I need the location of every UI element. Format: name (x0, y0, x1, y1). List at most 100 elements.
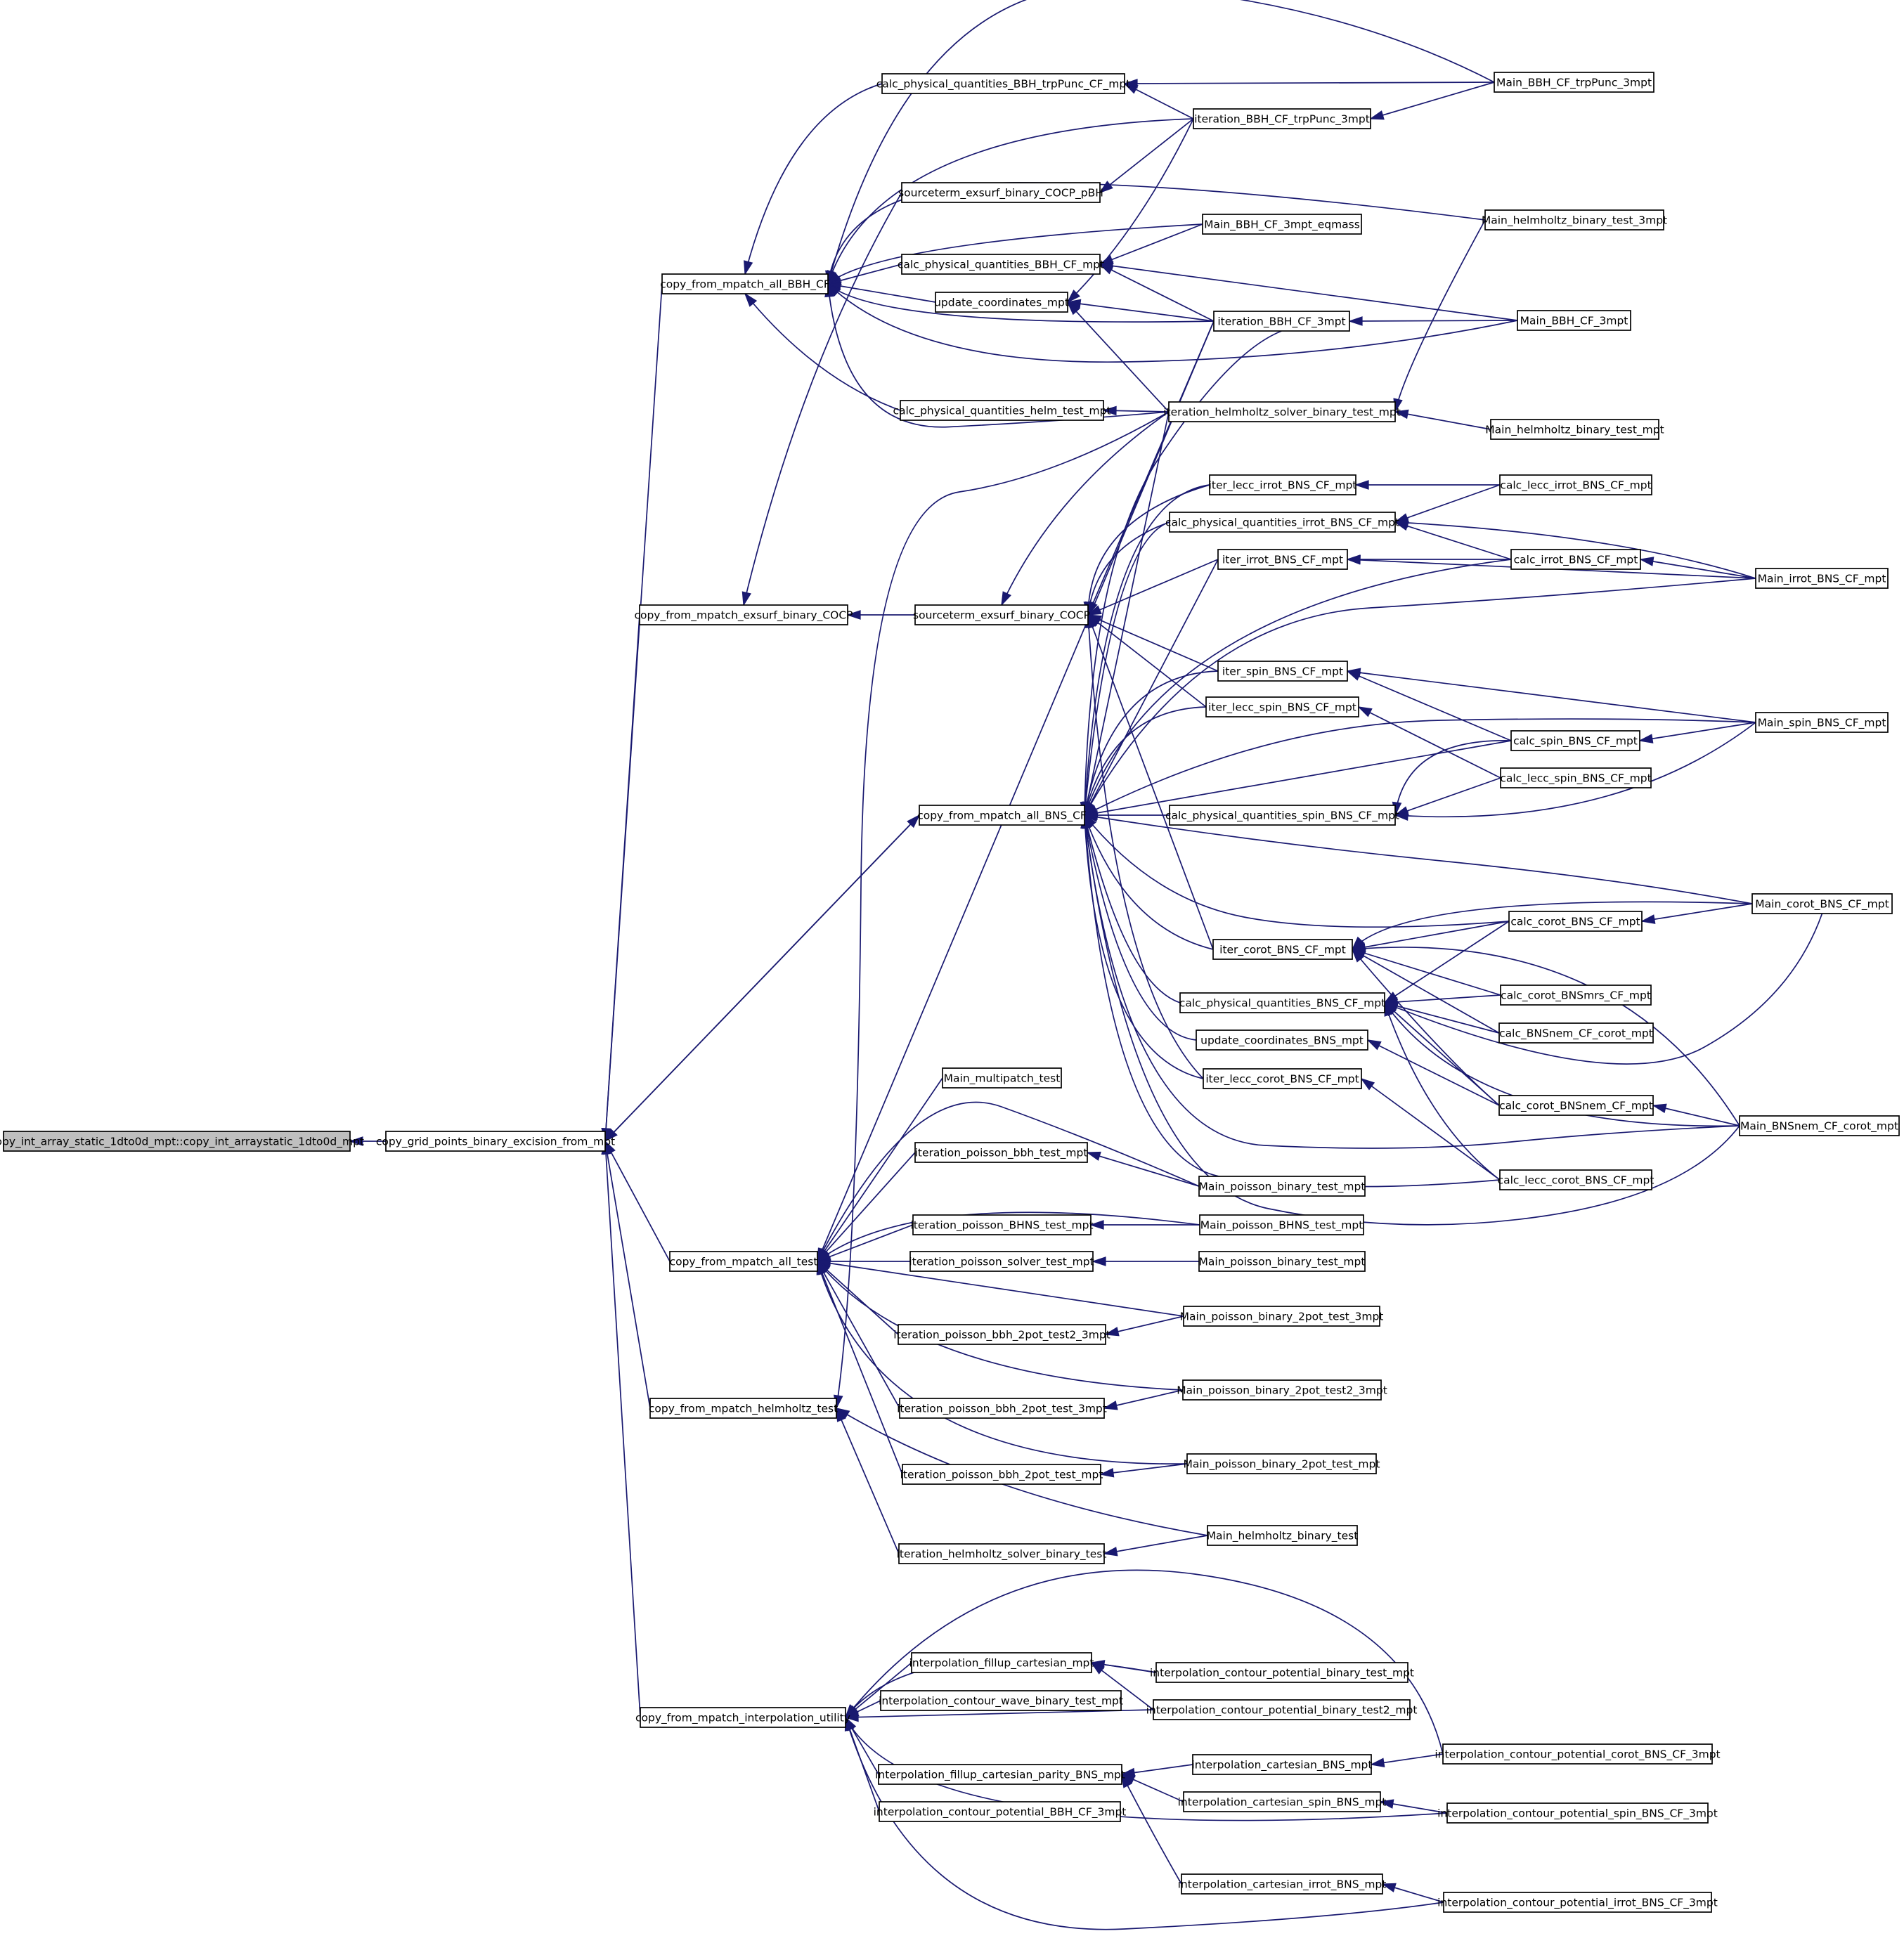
node-calcCorot[interactable]: calc_corot_BNS_CF_mpt (1508, 911, 1643, 932)
node-allTest[interactable]: copy_from_mpatch_all_test (669, 1251, 818, 1272)
node-cpqSpin[interactable]: calc_physical_quantities_spin_BNS_CF_mpt (1165, 805, 1399, 826)
node-interpContBBH[interactable]: interpolation_contour_potential_BBH_CF_3… (874, 1801, 1127, 1822)
node-box (1517, 310, 1631, 331)
node-calcLeccCorot[interactable]: calc_lecc_corot_BNS_CF_mpt (1498, 1169, 1654, 1190)
node-label: Main_BBH_CF_3mpt (1520, 315, 1628, 328)
node-srcCOCP[interactable]: sourceterm_exsurf_binary_COCP (913, 604, 1090, 625)
node-mainHelmMpt[interactable]: Main_helmholtz_binary_test_mpt (1485, 419, 1664, 440)
call-edge (1394, 219, 1486, 412)
node-interpContSpin[interactable]: interpolation_contour_potential_spin_BNS… (1437, 1802, 1718, 1824)
call-edge (1384, 1002, 1500, 1034)
node-calcBNSnem[interactable]: calc_BNSnem_CF_corot_mpt (1498, 1022, 1654, 1044)
node-updCoord[interactable]: update_coordinates_mpt (934, 292, 1069, 313)
node-iterLeccIrrot[interactable]: iter_lecc_irrot_BNS_CF_mpt (1209, 474, 1357, 495)
call-edge (1001, 411, 1170, 606)
node-interpContIrrot[interactable]: interpolation_contour_potential_irrot_BN… (1437, 1892, 1718, 1913)
node-itPois2potT2[interactable]: iteration_poisson_bbh_2pot_test2_3mpt (893, 1324, 1110, 1345)
node-srcPBH[interactable]: sourceterm_exsurf_binary_COCP_pBH (898, 182, 1103, 203)
call-edge (1352, 949, 1500, 1034)
node-box (1755, 568, 1889, 589)
node-mainPoisBHNS[interactable]: Main_poisson_BHNS_test_mpt (1199, 1214, 1364, 1235)
call-edge (1394, 777, 1501, 816)
node-itHelmMpt[interactable]: iteration_helmholtz_solver_binary_test_m… (1163, 401, 1401, 422)
node-itPoisSolver[interactable]: iteration_poisson_solver_test_mpt (909, 1251, 1094, 1272)
node-mainPoisBin1[interactable]: Main_poisson_binary_test_mpt (1198, 1176, 1366, 1197)
node-interpContPotBin[interactable]: interpolation_contour_potential_binary_t… (1150, 1662, 1414, 1683)
node-root[interactable]: copy_int_array_static_1dto0d_mpt::copy_i… (0, 1131, 364, 1152)
call-edge (1087, 521, 1170, 616)
node-mainBBH3eq[interactable]: Main_BBH_CF_3mpt_eqmass (1202, 214, 1362, 235)
call-edge (1084, 814, 1740, 1226)
node-mainBNSnem[interactable]: Main_BNSnem_CF_corot_mpt (1739, 1115, 1900, 1136)
node-mainSpin[interactable]: Main_spin_BNS_CF_mpt (1755, 712, 1889, 733)
node-mainPois2pot[interactable]: Main_poisson_binary_2pot_test_mpt (1184, 1453, 1380, 1474)
arrowhead (1639, 557, 1654, 566)
node-mainPois2potT2[interactable]: Main_poisson_binary_2pot_test2_3mpt (1177, 1379, 1387, 1401)
node-label: Main_BBH_CF_trpPunc_3mpt (1496, 77, 1652, 90)
node-interpFillCart[interactable]: interpolation_fillup_cartesian_mpt (909, 1652, 1094, 1673)
node-mainBBHtrp[interactable]: Main_BBH_CF_trpPunc_3mpt (1494, 72, 1654, 93)
node-updCoordBNS[interactable]: update_coordinates_BNS_mpt (1196, 1029, 1368, 1051)
node-allBBH[interactable]: copy_from_mpatch_all_BBH_CF (660, 273, 830, 294)
node-label: sourceterm_exsurf_binary_COCP (913, 609, 1090, 623)
node-box (1198, 1251, 1366, 1272)
node-mainBBH3[interactable]: Main_BBH_CF_3mpt (1517, 310, 1631, 331)
node-box (1205, 696, 1359, 717)
node-iterIrrot[interactable]: iter_irrot_BNS_CF_mpt (1217, 549, 1348, 570)
node-allBNS[interactable]: copy_from_mpatch_all_BNS_CF (917, 805, 1087, 826)
node-calcCorotBNSnem[interactable]: calc_corot_BNSnem_CF_mpt (1498, 1095, 1654, 1116)
call-edge (1105, 1315, 1184, 1335)
node-iterLeccSpin[interactable]: iter_lecc_spin_BNS_CF_mpt (1205, 696, 1359, 717)
node-mainHelmBin[interactable]: Main_helmholtz_binary_test (1207, 1525, 1359, 1546)
node-interpContPotBin2[interactable]: interpolation_contour_potential_binary_t… (1146, 1699, 1418, 1720)
node-interpFillParity[interactable]: interpolation_fillup_cartesian_parity_BN… (875, 1764, 1125, 1785)
call-edge (744, 83, 883, 275)
node-cpqBBH[interactable]: calc_physical_quantities_BBH_CF_mpt (898, 254, 1104, 275)
node-calcLeccSpin[interactable]: calc_lecc_spin_BNS_CF_mpt (1500, 767, 1652, 788)
node-iterCorot[interactable]: iter_corot_BNS_CF_mpt (1212, 939, 1353, 960)
node-interpUtil[interactable]: copy_from_mpatch_interpolation_utility (635, 1707, 850, 1728)
node-helmTest[interactable]: copy_from_mpatch_helmholtz_test (649, 1398, 838, 1419)
node-itPoisBHNS[interactable]: iteration_poisson_BHNS_test_mpt (910, 1214, 1094, 1235)
node-cpqBNS[interactable]: calc_physical_quantities_BNS_CF_mpt (1179, 992, 1385, 1013)
node-itPoisBBH[interactable]: iteration_poisson_bbh_test_mpt (914, 1142, 1088, 1163)
node-box (1510, 730, 1640, 751)
node-exsurf[interactable]: copy_from_mpatch_exsurf_binary_COCP (634, 604, 853, 625)
node-itPois2pot3[interactable]: iteration_poisson_bbh_2pot_test_3mpt (897, 1398, 1107, 1419)
node-mainPoisBin2[interactable]: Main_poisson_binary_test_mpt (1198, 1251, 1366, 1272)
node-itPois2pot[interactable]: iteration_poisson_bbh_2pot_test_mpt (900, 1464, 1103, 1485)
node-itHelmSolver[interactable]: iteration_helmholtz_solver_binary_test (897, 1543, 1107, 1564)
node-mainHelm3[interactable]: Main_helmholtz_binary_test_3mpt (1482, 209, 1667, 230)
node-iterSpin[interactable]: iter_spin_BNS_CF_mpt (1217, 661, 1348, 682)
call-edge (1084, 578, 1756, 816)
node-label: iteration_BBH_CF_3mpt (1217, 316, 1345, 329)
node-calcLeccIrrot[interactable]: calc_lecc_irrot_BNS_CF_mpt (1499, 474, 1652, 495)
call-edge (1367, 1039, 1500, 1106)
arrowhead (1089, 1220, 1104, 1230)
node-interpCartSpin[interactable]: interpolation_cartesian_spin_BNS_mpt (1178, 1791, 1387, 1812)
node-label: Main_spin_BNS_CF_mpt (1758, 717, 1886, 730)
node-calcIrrot[interactable]: calc_irrot_BNS_CF_mpt (1510, 549, 1641, 570)
call-edge (1394, 521, 1756, 579)
node-mainIrrot[interactable]: Main_irrot_BNS_CF_mpt (1755, 568, 1889, 589)
node-cgp[interactable]: copy_grid_points_binary_excision_from_mp… (376, 1131, 615, 1152)
node-itBBHtrp[interactable]: iteration_BBH_CF_trpPunc_3mpt (1193, 108, 1371, 129)
node-itBBH3[interactable]: iteration_BBH_CF_3mpt (1213, 311, 1350, 332)
node-box (1510, 549, 1641, 570)
node-interpContCorot[interactable]: interpolation_contour_potential_corot_BN… (1435, 1743, 1721, 1765)
node-mainCorot[interactable]: Main_corot_BNS_CF_mpt (1751, 893, 1893, 914)
node-mainMulti[interactable]: Main_multipatch_test (942, 1067, 1062, 1089)
node-cpqBBHtrp[interactable]: calc_physical_quantities_BBH_trpPunc_CF_… (876, 73, 1130, 94)
node-cpqHelm[interactable]: calc_physical_quantities_helm_test_mpt (893, 400, 1111, 421)
node-label: Main_multipatch_test (944, 1072, 1061, 1086)
node-interpContWave[interactable]: interpolation_contour_wave_binary_test_m… (879, 1690, 1123, 1711)
node-iterLeccCorot[interactable]: iter_lecc_corot_BNS_CF_mpt (1203, 1068, 1362, 1089)
node-calcCorotBNSmrs[interactable]: calc_corot_BNSmrs_CF_mpt (1500, 985, 1652, 1006)
node-calcSpin[interactable]: calc_spin_BNS_CF_mpt (1510, 730, 1640, 751)
node-cpqIrrot[interactable]: calc_physical_quantities_irrot_BNS_CF_mp… (1165, 512, 1399, 533)
node-label: iter_irrot_BNS_CF_mpt (1222, 554, 1343, 567)
node-interpCartBNS[interactable]: interpolation_cartesian_BNS_mpt (1192, 1754, 1373, 1775)
node-mainPois2pot3[interactable]: Main_poisson_binary_2pot_test_3mpt (1180, 1306, 1384, 1327)
node-interpCartIrrot[interactable]: interpolation_cartesian_irrot_BNS_mpt (1178, 1873, 1387, 1895)
call-edge (817, 1224, 914, 1262)
